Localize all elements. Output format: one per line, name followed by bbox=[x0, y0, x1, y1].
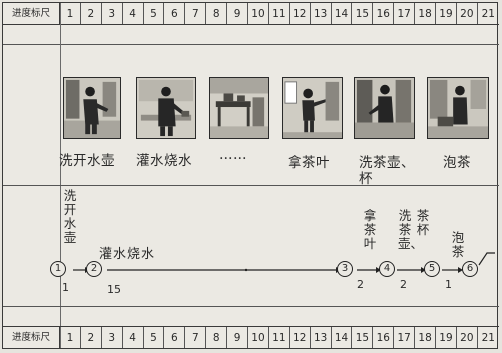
picture-making-tea bbox=[427, 77, 489, 139]
caption-wash-kettle: 洗开水壶 bbox=[59, 153, 115, 169]
ruler-tick: 8 bbox=[206, 3, 228, 24]
ruler-tick: 1 bbox=[60, 327, 81, 348]
ruler-tick: 21 bbox=[481, 332, 495, 344]
activity-boil-water: 灌水烧水 bbox=[99, 247, 156, 262]
schedule-sheet: 进度标尺 1 2 3 4 5 6 7 8 9 10 11 12 13 14 15… bbox=[2, 2, 499, 349]
ruler-tick: 7 bbox=[185, 3, 207, 24]
activity-wash-kettle: 洗开水壶 bbox=[63, 188, 77, 245]
ruler-divider bbox=[3, 44, 499, 45]
picture-filling-and-boiling-water bbox=[136, 77, 196, 139]
caption-make-tea: 泡茶 bbox=[443, 155, 471, 171]
caption-boil-water: 灌水烧水 bbox=[136, 153, 192, 169]
progress-ruler-top: 进度标尺 1 2 3 4 5 6 7 8 9 10 11 12 13 14 15… bbox=[3, 3, 499, 25]
duration-1: 1 bbox=[62, 281, 69, 294]
ruler-tick: 16 bbox=[373, 3, 395, 24]
ruler-tick: 18 bbox=[415, 3, 437, 24]
activity-wash-pot-cups: 洗茶壶、 bbox=[398, 208, 424, 251]
caption-get-tea: 拿茶叶 bbox=[288, 155, 330, 171]
ruler-tick: 11 bbox=[269, 3, 290, 24]
picture-getting-tea-leaves bbox=[282, 77, 343, 139]
progress-ruler-bottom: 进度标尺 1 2 3 4 5 6 7 8 9 10 11 12 13 14 15… bbox=[3, 326, 499, 348]
ruler-tick: 19 bbox=[436, 327, 457, 348]
duration-4: 2 bbox=[400, 278, 407, 291]
ruler-tick: 5 bbox=[144, 327, 165, 348]
ruler-tick: 9 bbox=[227, 3, 249, 24]
duration-3: 2 bbox=[357, 278, 364, 291]
ruler-tick: 10 bbox=[248, 3, 269, 24]
ruler-column-line bbox=[60, 3, 61, 348]
caption-wash-cups: 洗茶壶、 bbox=[359, 155, 415, 171]
ruler-tick: 14 bbox=[332, 3, 353, 24]
ruler-tick: 16 bbox=[373, 327, 395, 348]
ruler-tick: 19 bbox=[436, 3, 457, 24]
ruler-tick: 18 bbox=[415, 327, 437, 348]
caption-wash-cups-line2: 杯 bbox=[359, 171, 373, 187]
section-divider bbox=[3, 185, 499, 186]
ruler-tick: 7 bbox=[185, 327, 207, 348]
activity-wash-cups-second: 茶杯 bbox=[416, 208, 430, 237]
ruler-tick: 4 bbox=[123, 3, 144, 24]
ruler-tick: 9 bbox=[227, 327, 249, 348]
event-node-5: 5 bbox=[424, 261, 440, 277]
flow-lines bbox=[73, 252, 495, 273]
ruler-tick: 14 bbox=[332, 327, 353, 348]
ruler-tick: 15 bbox=[352, 327, 374, 348]
ruler-tick: 6 bbox=[164, 3, 186, 24]
caption-ellipsis: …… bbox=[219, 147, 247, 163]
event-node-1: 1 bbox=[50, 261, 66, 277]
ruler-tick: 2 bbox=[81, 3, 102, 24]
ruler-tick: 12 bbox=[290, 327, 311, 348]
ruler-tick: 2 bbox=[81, 327, 102, 348]
picture-washing-kettle bbox=[63, 77, 121, 139]
ruler-tick: 8 bbox=[206, 327, 228, 348]
ruler-tick: 11 bbox=[269, 327, 290, 348]
ruler-divider-bottom bbox=[3, 306, 499, 307]
ruler-tick: 20 bbox=[457, 327, 478, 348]
ruler-tick: 3 bbox=[102, 3, 123, 24]
ruler-tick: 17 bbox=[394, 3, 416, 24]
activity-get-tea: 拿茶叶 bbox=[363, 208, 377, 251]
duration-2: 15 bbox=[107, 283, 121, 296]
ruler-tick: 13 bbox=[311, 327, 332, 348]
ruler-tick: 13 bbox=[311, 3, 332, 24]
picture-washing-cups bbox=[354, 77, 415, 139]
ruler-tick: 21 bbox=[481, 8, 495, 20]
ruler-label: 进度标尺 bbox=[3, 327, 60, 348]
duration-5: 1 bbox=[445, 278, 452, 291]
ruler-tick: 15 bbox=[352, 3, 374, 24]
event-node-3: 3 bbox=[337, 261, 353, 277]
event-node-4: 4 bbox=[379, 261, 395, 277]
ruler-tick: 10 bbox=[248, 327, 269, 348]
ruler-tick: 4 bbox=[123, 327, 144, 348]
picture-waiting-scene bbox=[209, 77, 269, 139]
activity-make-tea: 泡茶 bbox=[451, 230, 465, 259]
ruler-tick: 17 bbox=[394, 327, 416, 348]
ruler-tick: 6 bbox=[164, 327, 186, 348]
ruler-label: 进度标尺 bbox=[3, 3, 60, 24]
ruler-tick: 5 bbox=[144, 3, 165, 24]
ruler-tick: 12 bbox=[290, 3, 311, 24]
event-node-2: 2 bbox=[86, 261, 102, 277]
ruler-tick: 1 bbox=[60, 3, 81, 24]
event-node-6: 6 bbox=[462, 261, 478, 277]
ruler-tick: 20 bbox=[457, 3, 478, 24]
ruler-tick: 3 bbox=[102, 327, 123, 348]
